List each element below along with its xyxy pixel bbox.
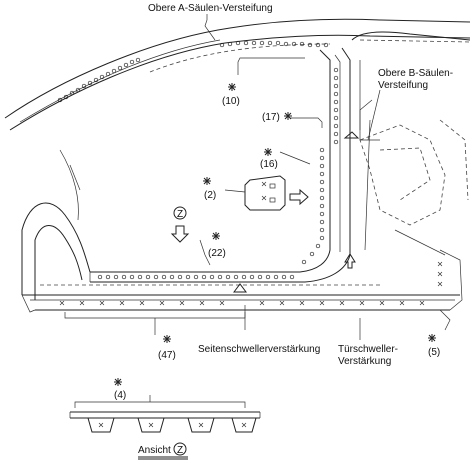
front-wheel-arch (21, 149, 91, 300)
roof-rail (4, 18, 470, 131)
label-obere-b-saeulen-2: Versteifung (378, 80, 428, 91)
a-pillar-weld-spots (57, 40, 329, 103)
callout-2: (2) (204, 190, 216, 201)
detail-view-z (69, 411, 261, 433)
leader-lines (64, 14, 451, 408)
bracket-part (244, 175, 286, 211)
view-z-marker (170, 206, 190, 243)
sill-weld-spots (97, 274, 295, 280)
right-arrow-icon (289, 188, 309, 206)
ansicht-underline (138, 456, 188, 460)
sill-cross-marks (59, 261, 443, 306)
label-tuerschweller-2: Verstärkung (338, 356, 391, 367)
callout-10: (10) (222, 96, 240, 107)
label-ansicht: Ansicht (138, 445, 171, 456)
callout-5: (5) (428, 347, 440, 358)
label-obere-a-saeulen: Obere A-Säulen-Versteifung (148, 3, 273, 14)
b-pillar-arrow-icon (343, 131, 360, 139)
sill-structure (21, 249, 463, 313)
label-obere-b-saeulen-1: Obere B-Säulen- (378, 68, 453, 79)
callout-4: (4) (114, 390, 126, 401)
up-arrow-icon (344, 253, 356, 269)
ansicht-z-circle (173, 442, 187, 456)
door-opening (90, 31, 470, 283)
ansicht-z-letter: Z (177, 445, 183, 456)
callout-22: (22) (208, 248, 226, 259)
b-pillar-weld-spots (301, 67, 339, 265)
callout-47: (47) (158, 350, 176, 361)
label-tuerschweller-1: Türschweller- (338, 344, 398, 355)
up-arrow-icon-2 (233, 283, 247, 293)
callout-16: (16) (260, 159, 278, 170)
asterisk-icons (114, 83, 436, 386)
label-seitenschweller: Seitenschwellerverstärkung (198, 344, 320, 355)
view-z-letter: Z (177, 209, 183, 220)
rear-inner-structure (359, 99, 469, 256)
callout-17: (17) (262, 112, 280, 123)
